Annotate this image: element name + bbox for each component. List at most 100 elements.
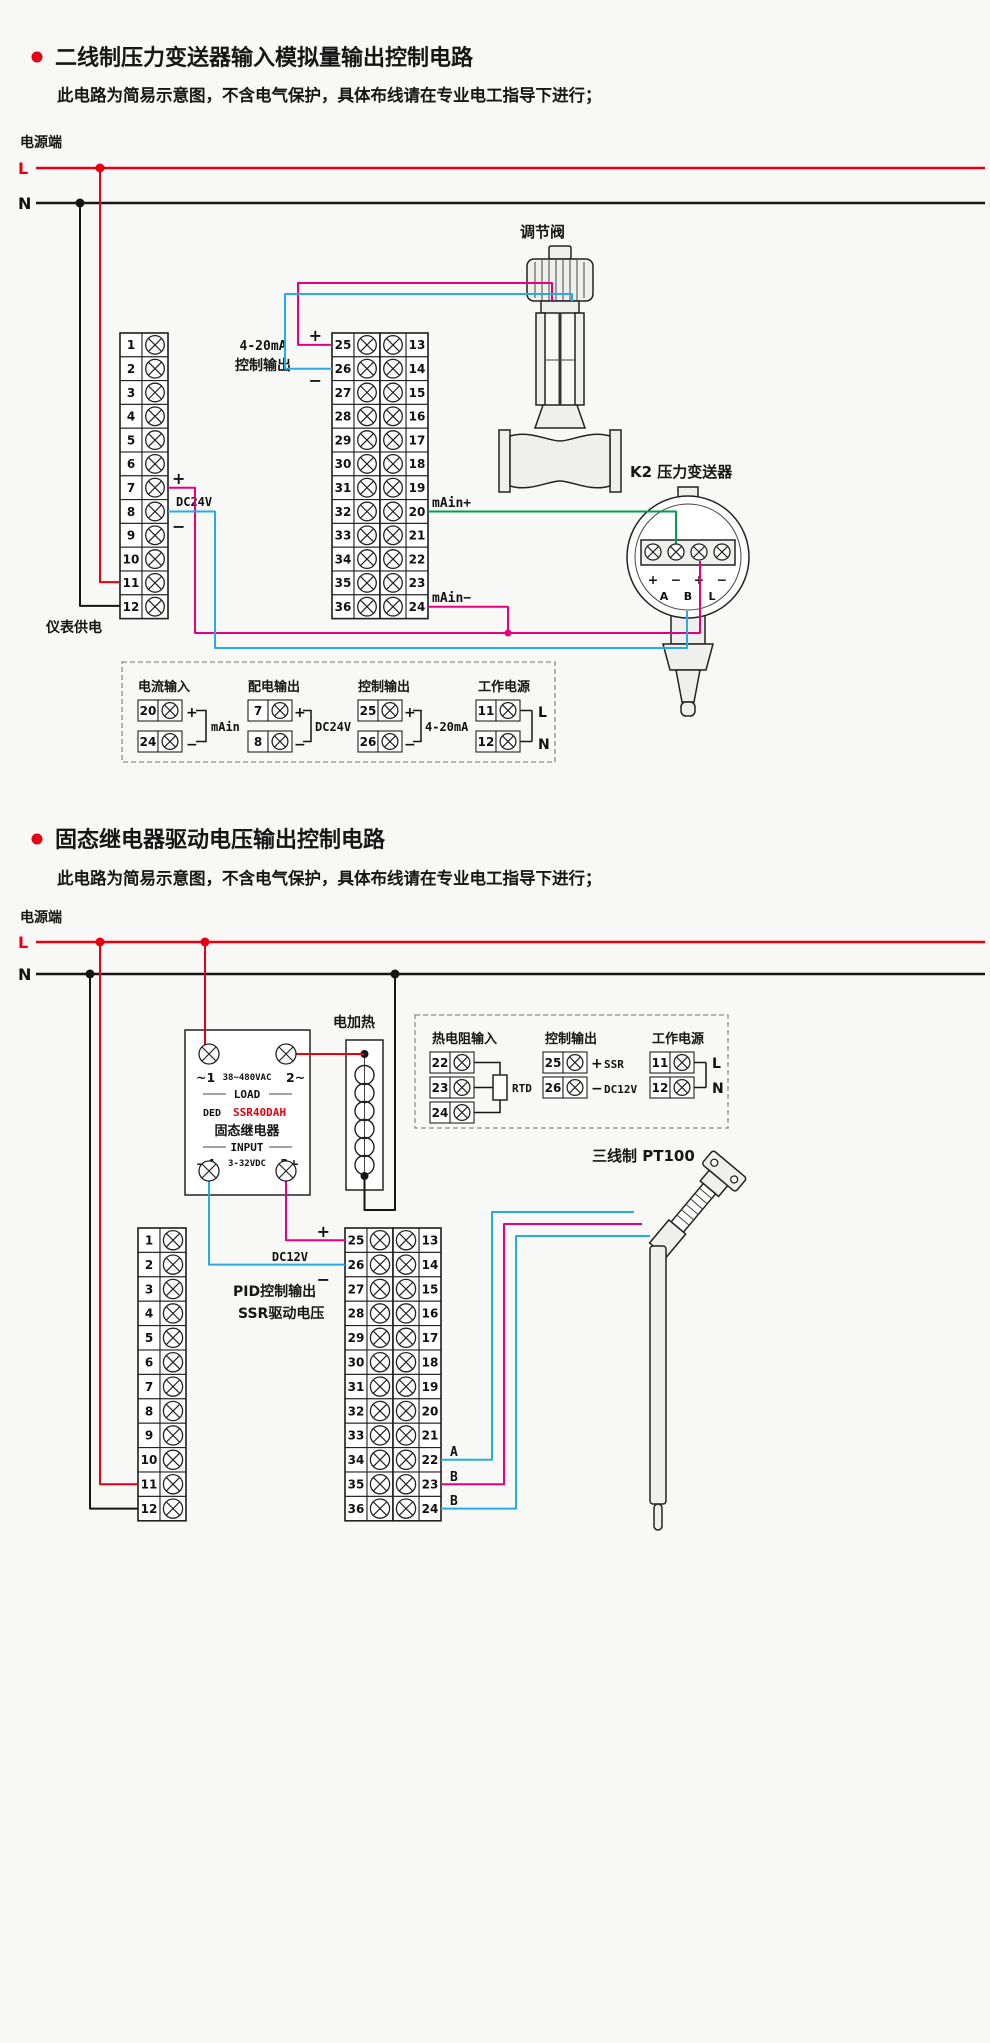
terminal-25-sign: + <box>309 326 322 345</box>
section-title: 固态继电器驱动电压输出控制电路 <box>55 827 386 853</box>
terminal-number: 29 <box>335 433 352 447</box>
terminal-number: 6 <box>145 1356 153 1370</box>
terminal-number: 11 <box>123 576 140 590</box>
terminal-number: 11 <box>141 1478 158 1492</box>
terminal-number: 32 <box>348 1404 365 1418</box>
transmitter-sign: − <box>671 572 681 587</box>
terminal-number: 2 <box>145 1258 153 1272</box>
line-n-label: N <box>18 965 31 984</box>
terminal-number: 12 <box>141 1502 158 1516</box>
legend-sign: + <box>294 705 306 721</box>
section-1-pressure-transmitter-circuit: 二线制压力变送器输入模拟量输出控制电路 此电路为简易示意图，不含电气保护，具体布… <box>18 45 985 763</box>
legend-signal-label: DC24V <box>315 720 351 734</box>
legend-signal-label: SSR <box>604 1058 624 1071</box>
dc12v-label: DC12V <box>272 1250 308 1264</box>
rtd-wire-label-a: A <box>450 1445 458 1460</box>
terminal-number: 22 <box>409 552 426 566</box>
terminal-number: 28 <box>348 1307 365 1321</box>
ssr-ac-terminal-1: ~1 <box>196 1070 215 1085</box>
terminal-number: 31 <box>348 1380 365 1394</box>
terminal-number: 10 <box>123 552 140 566</box>
terminal-number: 34 <box>348 1453 365 1467</box>
junction-dot <box>95 163 105 173</box>
terminal-number: 7 <box>145 1380 153 1394</box>
terminal-number: 15 <box>409 386 426 400</box>
terminal-number: 1 <box>127 338 135 352</box>
terminal-number: 11 <box>478 704 495 718</box>
terminal-number: 23 <box>422 1478 439 1492</box>
control-valve-figure <box>498 245 622 493</box>
pt100-label: 三线制 PT100 <box>592 1147 695 1165</box>
legend-bracket <box>520 709 533 743</box>
terminal-number: 33 <box>335 529 352 543</box>
terminal-number: 24 <box>432 1106 449 1120</box>
rtd-wire-label-b2: B <box>450 1494 458 1509</box>
heater-figure <box>345 1039 384 1191</box>
terminal-number: 20 <box>409 505 426 519</box>
legend-group-title: 工作电源 <box>652 1031 704 1047</box>
io-legend-2: 热电阻输入 控制输出 工作电源 RTD + − SSR DC12V L N <box>414 1014 729 1129</box>
terminal-number: 26 <box>348 1258 365 1272</box>
terminal-number: 9 <box>145 1429 153 1443</box>
terminal-number: 25 <box>545 1056 562 1070</box>
dc24v-plus-sign: + <box>172 469 185 488</box>
junction-dot <box>75 198 85 208</box>
section-title: 二线制压力变送器输入模拟量输出控制电路 <box>55 45 474 71</box>
wire-23-to-pt100-b <box>441 1223 642 1486</box>
legend-box <box>414 1014 729 1129</box>
ssr-dc-rating: 3-32VDC <box>228 1159 266 1169</box>
legend-bracket <box>196 709 207 743</box>
terminal-number: 24 <box>422 1502 439 1516</box>
pt100-tip <box>653 1503 663 1531</box>
pt100-figure <box>648 1150 747 1531</box>
legend-signal-label: DC12V <box>604 1083 637 1096</box>
legend-signal-label: 4-20mA <box>425 720 469 734</box>
terminal-number: 14 <box>422 1258 439 1272</box>
terminal-number: 24 <box>140 735 157 749</box>
heater-label: 电加热 <box>333 1014 375 1031</box>
ssr-ac-rating: 38~480VAC <box>223 1073 272 1083</box>
terminal-strip-frame <box>119 332 169 620</box>
terminal-number: 27 <box>348 1282 365 1296</box>
wire-ssr-plus-to-25 <box>285 1181 345 1242</box>
rtd-wiring <box>474 1061 501 1114</box>
terminal-number: 21 <box>409 529 426 543</box>
terminal-25-sign: + <box>317 1222 330 1241</box>
wires-2 <box>85 937 650 1510</box>
bullet-icon <box>31 833 43 845</box>
line-l-label: L <box>18 159 28 178</box>
line-l-label: L <box>18 933 28 952</box>
wire-dc24v-minus-to-transmitter <box>168 510 688 649</box>
terminal-number: 23 <box>432 1081 449 1095</box>
instrument-supply-label: 仪表供电 <box>45 619 102 636</box>
terminal-number: 30 <box>348 1356 365 1370</box>
wire-main-minus-jumper <box>428 605 509 633</box>
legend-sign: + <box>591 1056 603 1072</box>
terminal-number: 24 <box>409 600 426 614</box>
terminal-number: 33 <box>348 1429 365 1443</box>
section-subtitle: 此电路为简易示意图，不含电气保护，具体布线请在专业电工指导下进行； <box>57 868 602 888</box>
main-minus-label: mAin− <box>432 591 471 606</box>
wire-live-to-terminal-11 <box>99 942 138 1486</box>
terminal-number: 15 <box>422 1282 439 1296</box>
wire-live-to-terminal-11 <box>99 168 120 584</box>
rtd-wire-label-b: B <box>450 1470 458 1485</box>
terminal-number: 10 <box>141 1453 158 1467</box>
terminal-number: 35 <box>335 576 352 590</box>
terminal-number: 19 <box>409 481 426 495</box>
ssr-load-label: LOAD <box>234 1088 261 1101</box>
transmitter-sign: + <box>648 572 658 587</box>
legend-bracket <box>413 709 422 743</box>
power-source-label: 电源端 <box>20 909 62 926</box>
terminal-number: 20 <box>422 1404 439 1418</box>
terminal-number: 36 <box>335 600 352 614</box>
ssr-input-label: INPUT <box>230 1141 263 1154</box>
legend-sign: − <box>591 1081 603 1097</box>
terminal-number: 30 <box>335 457 352 471</box>
terminal-number: 34 <box>335 552 352 566</box>
legend-bracket <box>303 709 312 743</box>
